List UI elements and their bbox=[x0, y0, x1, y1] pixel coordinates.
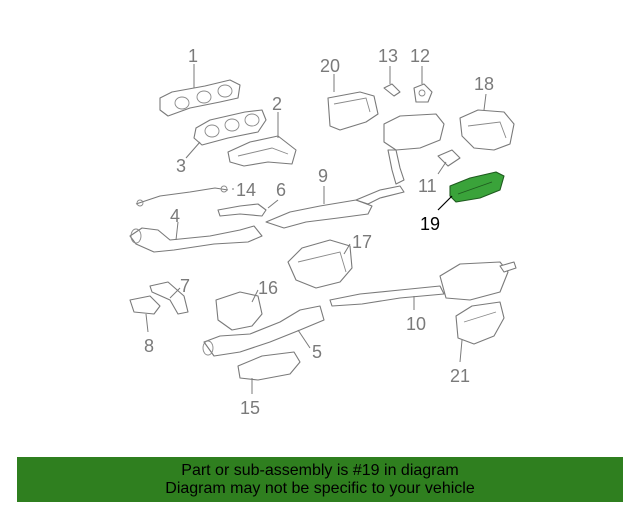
callout-8: 8 bbox=[144, 336, 154, 356]
callout-17: 17 bbox=[352, 232, 372, 252]
part-11-bracket[interactable] bbox=[437, 149, 461, 175]
callout-1: 1 bbox=[188, 46, 198, 66]
callout-10: 10 bbox=[406, 314, 426, 334]
callout-21: 21 bbox=[450, 366, 470, 386]
part-9-resonator-pipe[interactable] bbox=[265, 185, 405, 229]
part-3-manifold[interactable] bbox=[185, 109, 267, 159]
part-muffler-upper[interactable] bbox=[383, 113, 445, 185]
banner-line-1: Part or sub-assembly is #19 in diagram bbox=[181, 462, 459, 479]
part-7-bracket[interactable] bbox=[149, 281, 189, 315]
callout-18: 18 bbox=[474, 74, 494, 94]
callout-9: 9 bbox=[318, 166, 328, 186]
callout-5: 5 bbox=[312, 342, 322, 362]
callout-11: 11 bbox=[418, 176, 437, 196]
callout-13: 13 bbox=[378, 46, 398, 66]
part-1-manifold-gasket[interactable] bbox=[159, 64, 241, 117]
exhaust-parts-diagram: 1 3 2 14 6 4 9 bbox=[129, 46, 517, 418]
banner-line-2: Diagram may not be specific to your vehi… bbox=[165, 480, 475, 497]
info-banner: Part or sub-assembly is #19 in diagram D… bbox=[17, 457, 623, 502]
part-21-heat-shield[interactable] bbox=[455, 301, 505, 363]
callout-20: 20 bbox=[320, 56, 340, 76]
part-20-heat-shield[interactable] bbox=[327, 74, 379, 131]
callout-6: 6 bbox=[276, 180, 286, 200]
part-19-heat-shield-highlighted[interactable] bbox=[437, 171, 505, 211]
callout-4: 4 bbox=[170, 206, 180, 226]
part-2-heat-shield[interactable] bbox=[227, 112, 297, 167]
part-13-hanger[interactable] bbox=[383, 66, 401, 97]
callout-16: 16 bbox=[258, 278, 278, 298]
part-14-sensor-wire[interactable] bbox=[135, 185, 234, 207]
part-18-heat-shield[interactable] bbox=[459, 93, 515, 151]
callout-15: 15 bbox=[240, 398, 260, 418]
callout-14: 14 bbox=[236, 180, 256, 200]
part-8-clamp[interactable] bbox=[129, 295, 161, 333]
callout-3: 3 bbox=[176, 156, 186, 176]
part-4-front-pipe[interactable] bbox=[129, 221, 263, 253]
part-5-converter-pipe[interactable] bbox=[202, 305, 325, 357]
part-12-insulator[interactable] bbox=[413, 66, 433, 103]
callout-19: 19 bbox=[420, 214, 440, 234]
part-16-heat-shield[interactable] bbox=[215, 289, 263, 331]
callout-7: 7 bbox=[180, 276, 190, 296]
part-15-heat-shield[interactable] bbox=[237, 351, 301, 394]
callout-2: 2 bbox=[272, 94, 282, 114]
callout-12: 12 bbox=[410, 46, 430, 66]
part-6-bracket[interactable] bbox=[217, 199, 279, 217]
part-17-heat-shield[interactable] bbox=[287, 239, 353, 289]
part-10-rear-pipe-muffler[interactable] bbox=[329, 261, 517, 310]
